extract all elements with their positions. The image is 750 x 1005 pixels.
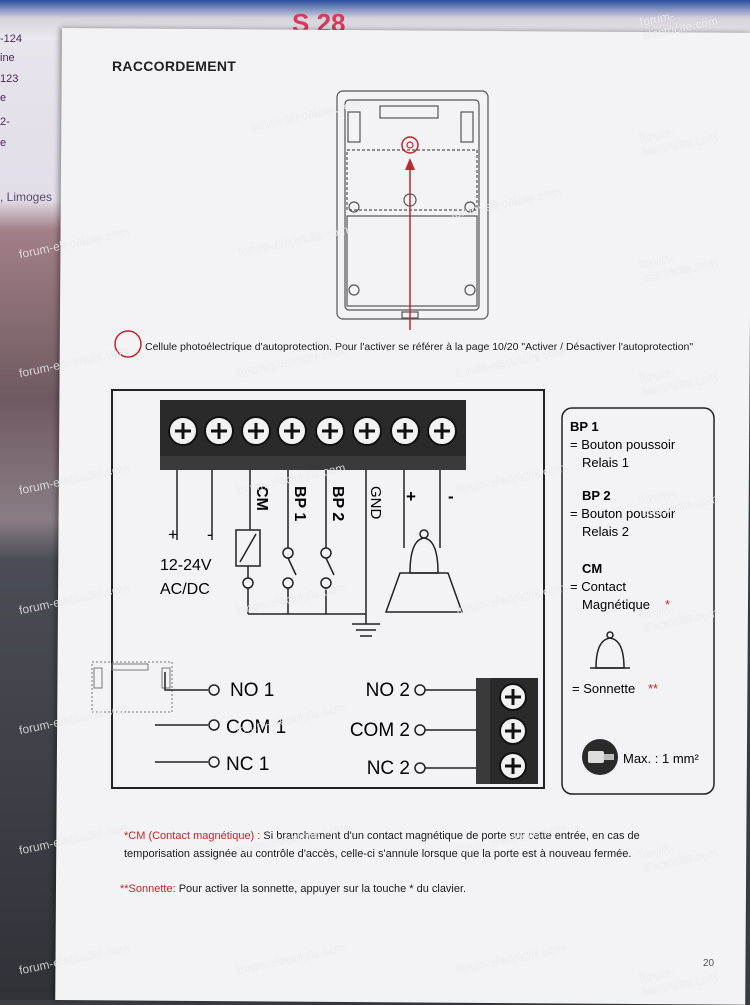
legend-bell-label: = Sonnette bbox=[572, 681, 635, 696]
background-text: e bbox=[0, 137, 7, 149]
gnd-terminal-label: GND bbox=[367, 486, 384, 520]
background-text: -124 bbox=[0, 33, 23, 45]
pointer-arrow bbox=[405, 158, 415, 170]
red-circle-marker bbox=[114, 330, 142, 358]
background-text: 2- bbox=[0, 116, 10, 128]
background-text: 123 bbox=[0, 73, 19, 85]
no2-label: NO 2 bbox=[366, 680, 410, 701]
device-back-drawing bbox=[336, 90, 489, 320]
cm-note-line1: *CM (Contact magnétique) : Si branchemen… bbox=[124, 830, 640, 842]
screw-slots bbox=[175, 423, 450, 439]
legend-bp2-title: BP 2 bbox=[582, 488, 611, 503]
legend-bp2-line2: Relais 2 bbox=[582, 524, 629, 539]
bell-plus-label: + bbox=[406, 487, 416, 506]
legend-bp1-line1: = Bouton poussoir bbox=[570, 437, 676, 452]
nc2-label: NC 2 bbox=[367, 758, 410, 779]
wire-gauge-icon bbox=[582, 739, 618, 775]
cm-terminal-label: CM bbox=[253, 486, 270, 511]
cm-note-label: *CM (Contact magnétique) : bbox=[124, 830, 261, 842]
cm-note-text1: Si branchement d'un contact magnétique d… bbox=[263, 830, 640, 842]
legend-wire-max: Max. : 1 mm² bbox=[623, 751, 700, 766]
supply-plus-label: + bbox=[168, 525, 178, 544]
legend-bp1-line2: Relais 1 bbox=[582, 455, 629, 470]
terminal-block bbox=[160, 400, 466, 470]
bell-note-text: Pour activer la sonnette, appuyer sur la… bbox=[178, 883, 467, 895]
com2-label: COM 2 bbox=[350, 720, 410, 741]
legend-cm-title: CM bbox=[582, 561, 602, 576]
bell-note-label: **Sonnette: bbox=[120, 883, 176, 895]
legend-cm-line1: = Contact bbox=[570, 579, 626, 594]
background-city-text: , Limoges bbox=[0, 190, 53, 204]
bell-minus-label: - bbox=[448, 487, 454, 506]
legend-cm-line2: Magnétique bbox=[582, 597, 650, 612]
bp2-terminal-label: BP 2 bbox=[329, 486, 346, 521]
com1-label: COM 1 bbox=[226, 717, 286, 738]
page-heading: RACCORDEMENT bbox=[112, 58, 237, 74]
relay-wires bbox=[155, 672, 476, 774]
bp1-terminal-label: BP 1 bbox=[291, 486, 308, 521]
legend-bp1-title: BP 1 bbox=[570, 419, 599, 434]
legend-bell-icon bbox=[590, 631, 630, 669]
board-thumbnail bbox=[91, 661, 173, 713]
legend-box bbox=[561, 407, 715, 795]
cm-note-text2: temporisation assignée au contrôle d'acc… bbox=[124, 848, 632, 860]
legend-cm-mark: * bbox=[665, 597, 670, 612]
legend-bp2-line1: = Bouton poussoir bbox=[570, 506, 676, 521]
page-number: 20 bbox=[703, 958, 715, 969]
bell-icon bbox=[384, 525, 464, 613]
background-text: ine bbox=[0, 52, 15, 64]
voltage-label: 12-24V bbox=[160, 557, 212, 574]
no1-label: NO 1 bbox=[230, 680, 274, 701]
supply-minus-label: - bbox=[207, 525, 213, 544]
background-text: e bbox=[0, 92, 7, 104]
relay-terminal-block bbox=[476, 678, 538, 784]
legend-bell-mark: ** bbox=[648, 681, 658, 696]
photocell-caption: Cellule photoélectrique d'autoprotection… bbox=[145, 341, 694, 353]
diagram-frame bbox=[111, 389, 545, 789]
bell-note: **Sonnette: Pour activer la sonnette, ap… bbox=[120, 883, 466, 895]
terminal-wires bbox=[176, 470, 441, 637]
current-type-label: AC/DC bbox=[160, 581, 210, 598]
nc1-label: NC 1 bbox=[226, 754, 269, 775]
